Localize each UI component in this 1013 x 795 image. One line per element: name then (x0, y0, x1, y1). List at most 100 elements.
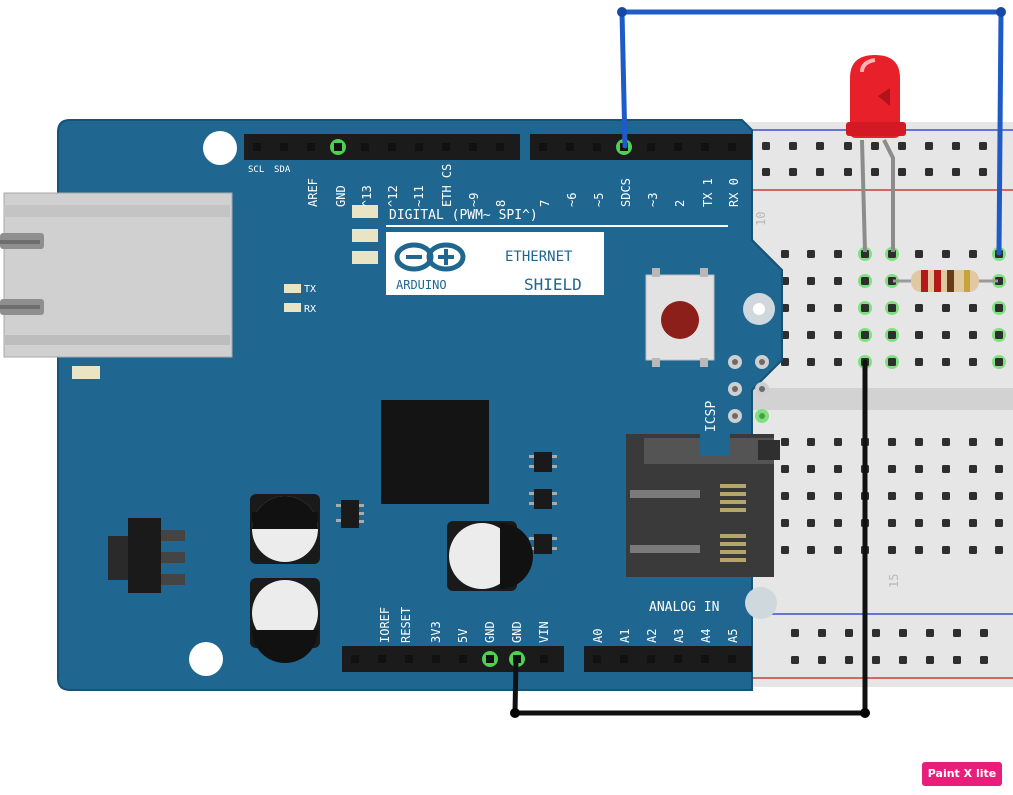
reset-button[interactable] (645, 268, 715, 367)
breadboard-hole (992, 301, 1006, 315)
breadboard-hole (834, 546, 842, 554)
pin-label: ~6 (565, 193, 579, 207)
breadboard-hole (979, 142, 987, 150)
breadboard-hole (969, 358, 977, 366)
breadboard-hole (952, 142, 960, 150)
breadboard-hole (781, 492, 789, 500)
pin-label: SDCS (619, 178, 633, 207)
breadboard-hole (953, 629, 961, 637)
breadboard-hole (915, 492, 923, 500)
blue-wire[interactable] (619, 9, 1004, 256)
breadboard-hole (834, 519, 842, 527)
breadboard-hole (818, 629, 826, 637)
breadboard-hole (969, 546, 977, 554)
small-transistor (336, 500, 364, 528)
header-pin (647, 655, 655, 663)
breadboard-hole (952, 168, 960, 176)
breadboard-hole (844, 142, 852, 150)
pin-label: A1 (618, 629, 632, 643)
header-pin (459, 655, 467, 663)
rx-label: RX (304, 304, 316, 315)
breadboard-hole (969, 492, 977, 500)
infinity-logo-icon (394, 242, 466, 272)
breadboard-hole (915, 465, 923, 473)
ethernet-controller-chip (381, 400, 489, 504)
breadboard-hole (781, 519, 789, 527)
header-pin (701, 655, 709, 663)
tx-label: TX (304, 284, 316, 295)
header-pin (566, 143, 574, 151)
breadboard-hole (834, 358, 842, 366)
breadboard-hole (899, 629, 907, 637)
pin-label: RESET (399, 607, 413, 643)
breadboard-hole (969, 465, 977, 473)
breadboard-hole (816, 142, 824, 150)
indicator-led (352, 205, 378, 218)
pin-label: GND (334, 185, 348, 207)
shield-title-line2: SHIELD (524, 275, 582, 294)
breadboard-hole (791, 629, 799, 637)
breadboard-hole (942, 492, 950, 500)
breadboard-hole (898, 168, 906, 176)
pin-label: ^13 (360, 185, 374, 207)
header-pin (620, 655, 628, 663)
header-pin (361, 143, 369, 151)
breadboard-hole (995, 492, 1003, 500)
sda-label: SDA (274, 165, 291, 175)
scl-label: SCL (248, 165, 264, 175)
breadboard-hole (915, 519, 923, 527)
breadboard-hole (807, 331, 815, 339)
breadboard-hole (942, 250, 950, 258)
breadboard-hole (834, 250, 842, 258)
header-pin (351, 655, 359, 663)
breadboard-hole (871, 168, 879, 176)
breadboard-hole (834, 465, 842, 473)
breadboard-hole (915, 250, 923, 258)
header-pin (701, 143, 709, 151)
header-pin (539, 143, 547, 151)
breadboard-hole (871, 142, 879, 150)
breadboard-hole (844, 168, 852, 176)
red-led[interactable] (846, 55, 906, 253)
analog-in-title: ANALOG IN (649, 600, 719, 615)
watermark-badge: Paint X lite (922, 762, 1002, 786)
breadboard-hole (807, 277, 815, 285)
arduino-logo-panel: ARDUINO ETHERNET SHIELD (386, 232, 604, 295)
indicator-led (352, 229, 378, 242)
black-wire[interactable] (512, 359, 868, 716)
header-pin (388, 143, 396, 151)
breadboard-hole (915, 358, 923, 366)
breadboard-hole (834, 277, 842, 285)
electrolytic-capacitor (250, 494, 320, 564)
breadboard-hole (834, 438, 842, 446)
breadboard-hole (818, 656, 826, 664)
pin-label: RX 0 (727, 178, 741, 207)
breadboard-hole (980, 656, 988, 664)
breadboard-hole (992, 355, 1006, 369)
breadboard-hole (858, 274, 872, 288)
column-label-15: 15 (887, 574, 901, 588)
header-pin (432, 655, 440, 663)
breadboard-hole (995, 546, 1003, 554)
pin-label: A2 (645, 629, 659, 643)
rx-led (284, 303, 301, 312)
breadboard-hole (845, 629, 853, 637)
breadboard-hole (915, 546, 923, 554)
breadboard-hole (969, 331, 977, 339)
breadboard-hole (807, 304, 815, 312)
breadboard-hole (942, 358, 950, 366)
breadboard-hole (888, 438, 896, 446)
breadboard-hole (781, 438, 789, 446)
breadboard-hole (898, 142, 906, 150)
breadboard-hole (888, 519, 896, 527)
breadboard-hole (834, 304, 842, 312)
pin-label: A5 (726, 629, 740, 643)
resistor[interactable] (893, 270, 998, 292)
breadboard-hole (807, 492, 815, 500)
small-transistor (529, 452, 557, 472)
header-pin (253, 143, 261, 151)
